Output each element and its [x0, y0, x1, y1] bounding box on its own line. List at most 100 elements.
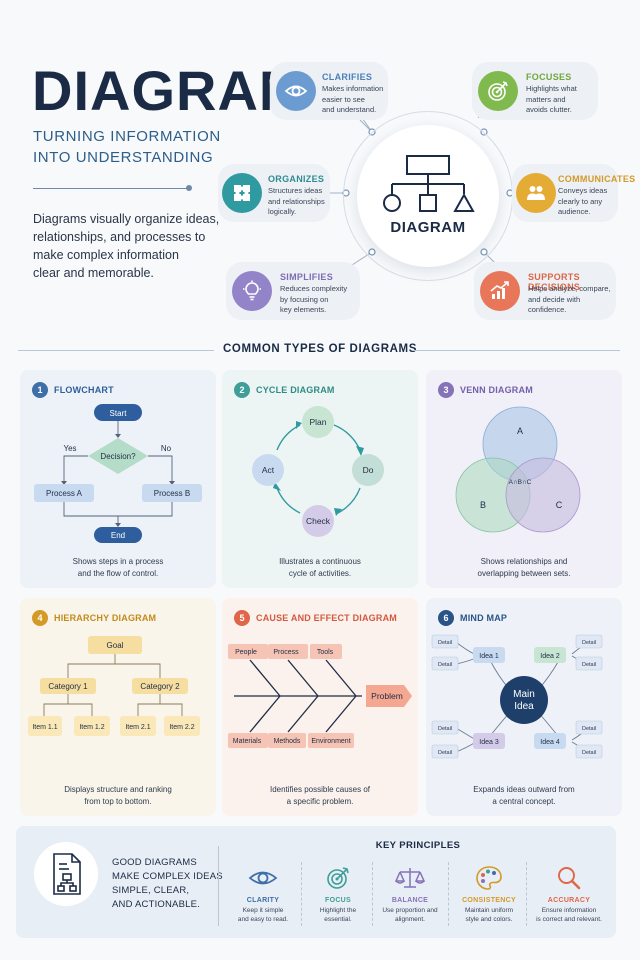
card-title: CYCLE DIAGRAM: [256, 385, 335, 395]
benefit-simplifies: SIMPLIFIES Reduces complexity by focusin…: [226, 262, 360, 320]
flowchart-process-b-label: Process B: [154, 489, 190, 498]
palette-icon: [450, 864, 528, 892]
principle-title: CONSISTENCY: [462, 897, 516, 904]
hierarchy-item-2-1-label: Item 2.1: [125, 724, 150, 731]
hierarchy-category-1: [40, 678, 96, 694]
flowchart-diagram: Start Decision? Yes No Process A Process…: [34, 404, 202, 543]
card-number: 3: [438, 382, 454, 398]
card-description: Identifies possible causes of a specific…: [269, 785, 371, 806]
flowchart-decision: [88, 438, 148, 474]
mind-map-detail: [431, 656, 459, 671]
flowchart-no-label: No: [161, 444, 172, 453]
section-title: COMMON TYPES OF DIAGRAMS: [223, 343, 417, 355]
footer-message: GOOD DIAGRAMS MAKE COMPLEX IDEAS SIMPLE,…: [112, 857, 223, 910]
benefit-title: COMMUNICATES: [558, 174, 636, 184]
flowchart-icon: [383, 155, 475, 212]
principle-desc: Maintain uniform style and colors.: [464, 907, 514, 923]
principle-desc: Keep it simple and easy to read.: [237, 907, 289, 923]
target-icon: [299, 864, 377, 892]
benefit-clarifies: CLARIFIES Makes information easier to se…: [270, 62, 388, 120]
principle-desc: Highlight the essential.: [319, 907, 357, 923]
fishbone-materials-label: Materials: [233, 738, 262, 745]
card-title: VENN DIAGRAM: [460, 385, 533, 395]
hierarchy-goal: [88, 636, 142, 654]
eye-icon: [224, 864, 302, 892]
flowchart-start: [94, 404, 142, 421]
hierarchy-category-2: [132, 678, 188, 694]
mind-map-detail-label: Detail: [438, 750, 452, 756]
mind-map-detail-label: Detail: [582, 750, 596, 756]
puzzle-icon: [222, 173, 262, 213]
fishbone-process: [268, 644, 308, 659]
mind-map-idea-3: [473, 733, 505, 749]
fishbone-environment: [308, 733, 354, 748]
title-divider-dot: [186, 185, 192, 191]
title-divider: [33, 188, 188, 189]
cycle-plan-label: Plan: [309, 417, 326, 427]
cycle-act: [252, 454, 284, 486]
principle-accuracy: ACCURACY Ensure information is correct a…: [530, 864, 608, 924]
mind-map-center: [500, 676, 548, 724]
cycle-plan: [302, 406, 334, 438]
hierarchy-item-2-2: [164, 716, 200, 736]
hierarchy-item-2-1: [120, 716, 156, 736]
benefit-desc: Highlights what matters and avoids clutt…: [526, 84, 577, 114]
lightbulb-icon: [232, 271, 272, 311]
card-number: 6: [438, 610, 454, 626]
fishbone-process-label: Process: [273, 649, 299, 656]
principle-balance: BALANCE Use proportion and alignment.: [371, 864, 449, 924]
mind-map-detail: [575, 744, 603, 759]
flowchart-end: [94, 527, 142, 543]
card-number: 4: [32, 610, 48, 626]
mind-map-detail-label: Detail: [582, 640, 596, 646]
benefit-title: SIMPLIFIES: [280, 272, 334, 282]
growth-chart-icon: [480, 271, 520, 311]
card-flowchart: Start Decision? Yes No Process A Process…: [20, 370, 216, 588]
cycle-diagram: Plan Do Check Act: [252, 406, 384, 537]
card-number: 1: [32, 382, 48, 398]
mind-map-idea-2: [534, 647, 566, 663]
benefit-supports-decisions: SUPPORTS DECISIONS Helps analyze, compar…: [474, 262, 616, 320]
fishbone-diagram: People Process Tools Materials Methods E…: [228, 644, 412, 748]
mind-map-detail: [575, 720, 603, 735]
fishbone-materials: [228, 733, 268, 748]
mind-map-idea-4-label: Idea 4: [540, 739, 560, 746]
people-icon: [516, 173, 556, 213]
document-diagram-icon: [34, 842, 98, 906]
mind-map-detail-label: Detail: [582, 726, 596, 732]
mind-map-idea-4: [534, 733, 566, 749]
hierarchy-goal-label: Goal: [107, 641, 124, 650]
fishbone-problem-label: Problem: [371, 691, 403, 701]
card-description: Shows steps in a process and the flow of…: [72, 557, 164, 578]
card-mind-map: Main Idea Idea 1 Idea 2 Idea 3 Idea 4 De…: [426, 598, 622, 816]
cycle-do: [352, 454, 384, 486]
mind-map-detail-label: Detail: [438, 640, 452, 646]
hierarchy-item-1-1: [28, 716, 62, 736]
mind-map-detail: [575, 656, 603, 671]
eye-icon: [276, 71, 316, 111]
fishbone-people-label: People: [235, 649, 257, 656]
card-cycle-diagram: Plan Do Check Act 2 CYCLE DIAGRAM Illust…: [222, 370, 418, 588]
benefit-desc: Reduces complexity by focusing on key el…: [280, 284, 348, 314]
principle-title: BALANCE: [391, 897, 429, 904]
mind-map-center-label-1: Main: [513, 689, 535, 700]
page-subtitle: TURNING INFORMATION INTO UNDERSTANDING: [33, 128, 221, 166]
principle-desc: Use proportion and alignment.: [382, 907, 438, 923]
hierarchy-diagram: Goal Category 1 Category 2 Item 1.1 Item…: [28, 636, 200, 736]
flowchart-process-b: [142, 484, 202, 502]
benefit-title: FOCUSES: [526, 72, 572, 82]
principle-divider: [526, 862, 527, 926]
card-cause-and-effect-diagram: People Process Tools Materials Methods E…: [222, 598, 418, 816]
benefit-desc: Conveys ideas clearly to any audience.: [558, 186, 608, 216]
principle-title: CLARITY: [246, 897, 280, 904]
cycle-do-label: Do: [363, 465, 374, 475]
flowchart-start-label: Start: [110, 409, 128, 418]
section-divider-right: [412, 350, 620, 351]
venn-center-label: A∩B∩C: [509, 479, 532, 486]
venn-diagram: A B C A∩B∩C: [455, 406, 581, 533]
benefit-focuses: FOCUSES Highlights what matters and avoi…: [472, 62, 598, 120]
card-description: Shows relationships and overlapping betw…: [477, 557, 571, 578]
benefit-communicates: COMMUNICATES Conveys ideas clearly to an…: [512, 164, 635, 222]
fishbone-problem: [366, 685, 412, 707]
hub-label: DIAGRAM: [390, 219, 466, 236]
